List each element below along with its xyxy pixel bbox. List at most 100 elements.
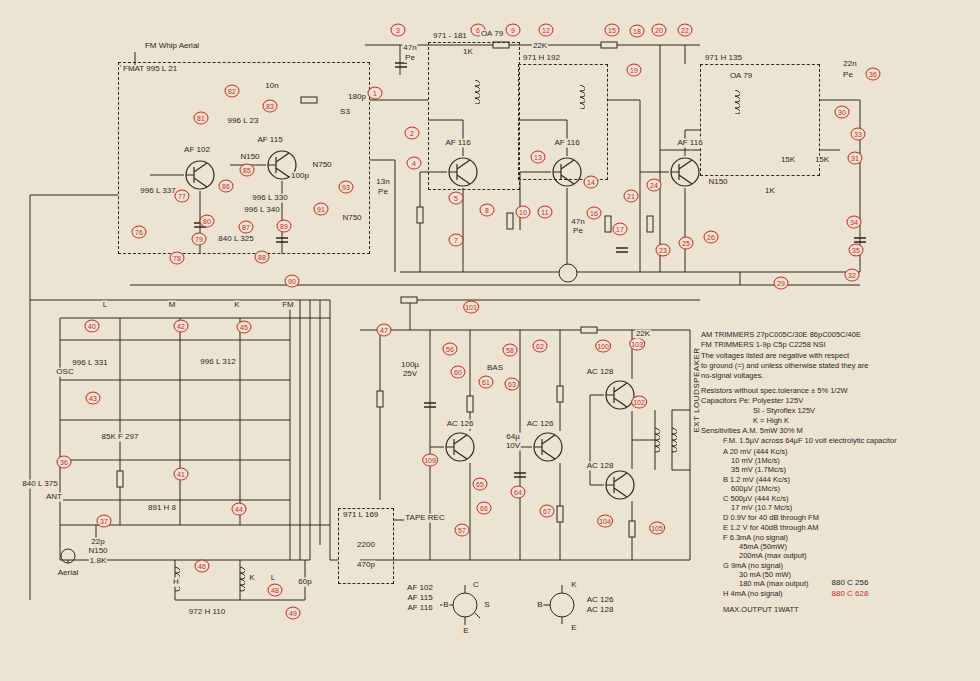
callout-number: 49 [286, 607, 301, 620]
callout-number: 61 [479, 376, 494, 389]
callout-number: 22 [678, 24, 693, 37]
callout-number: 2 [405, 127, 420, 140]
note-text: F 6.3mA (no signal) [722, 534, 789, 542]
callout-number: 21 [624, 190, 639, 203]
note-text: H 4mA (no signal) [722, 590, 784, 598]
part-label: AF 116 [553, 139, 580, 148]
callout-number: 46 [195, 560, 210, 573]
callout-number: 83 [263, 100, 278, 113]
note-text: 180 mA (max output) [738, 580, 810, 588]
resistor-symbol [647, 216, 653, 232]
part-label: N150 [707, 178, 728, 187]
part-label: K [233, 301, 240, 310]
callout-number: 10 [516, 206, 531, 219]
callout-number: 31 [848, 152, 863, 165]
part-label: 22n [842, 60, 857, 69]
callout-number: 42 [174, 320, 189, 333]
callout-number: 109 [422, 454, 438, 467]
transistor-symbol [186, 161, 214, 189]
part-label: S3 [339, 108, 351, 117]
part-label: OA 79 [729, 72, 753, 81]
coil-symbol [735, 90, 740, 114]
callout-number: 17 [613, 223, 628, 236]
capacitor-symbol [194, 63, 866, 477]
callout-number: 45 [237, 321, 252, 334]
part-label: AC 126 [586, 596, 615, 605]
note-text: F.M. 1.5µV across 64µF 10 volt electroly… [722, 437, 898, 445]
part-label: 1K [764, 187, 776, 196]
callout-number: 56 [443, 343, 458, 356]
part-label: AF 116 [444, 139, 471, 148]
part-label: K [570, 581, 577, 590]
part-label: 996 L 337 [139, 187, 176, 196]
transistor-symbol [671, 158, 699, 186]
callout-number: 67 [540, 505, 555, 518]
transistor-symbol [534, 433, 562, 461]
part-label: 10n [264, 82, 279, 91]
callout-number: 66 [477, 502, 492, 515]
note-text: D 0.9V for 40 dB through FM [722, 514, 820, 522]
part-label: L [270, 574, 276, 583]
part-label: N750 [341, 214, 362, 223]
callout-number: 44 [232, 503, 247, 516]
resistor-symbol [507, 213, 513, 229]
callout-number: 43 [86, 392, 101, 405]
note-text: 30 mA (50 mW) [738, 571, 792, 579]
callout-number: 3 [391, 24, 406, 37]
part-number: FMAT 995 L 21 [121, 65, 179, 74]
coil-symbol [475, 80, 480, 104]
callout-number: 36 [866, 68, 881, 81]
part-label: AC 126 [526, 420, 555, 429]
callout-number: 90 [285, 275, 300, 288]
resistor-symbol [377, 391, 383, 407]
coil-symbol [655, 428, 660, 452]
component-can: 971 H 192 [518, 64, 608, 180]
resistor-symbol [601, 42, 617, 48]
part-label: B [442, 601, 449, 610]
capacitor-symbol [424, 403, 436, 407]
callout-number: 18 [630, 25, 645, 38]
callout-number: 104 [597, 515, 613, 528]
capacitor-symbol [514, 473, 526, 477]
part-label: C [472, 581, 480, 590]
part-label: 972 H 110 [188, 608, 226, 617]
note-text: A 20 mV (444 Kc/s) [722, 448, 789, 456]
transistor-symbol [553, 158, 581, 186]
resistor-symbol [117, 42, 653, 537]
callout-number: 29 [774, 277, 789, 290]
note-text: AM TRIMMERS 27pC005C/30E 86pC005C/40E [700, 331, 862, 339]
part-label: M [168, 301, 177, 310]
part-label: AC 128 [586, 368, 615, 377]
resistor-symbol [117, 471, 123, 487]
callout-number: 64 [511, 486, 526, 499]
callout-number: 26 [704, 231, 719, 244]
callout-number: 36 [57, 456, 72, 469]
part-label: 100µ [400, 361, 420, 370]
resistor-symbol [557, 386, 563, 402]
part-label: AF 116 [676, 139, 703, 148]
callout-number: 103 [629, 338, 645, 351]
part-label: 180p [347, 93, 367, 102]
callout-number: 16 [587, 207, 602, 220]
coil-symbol [672, 428, 677, 452]
callout-number: 80 [200, 215, 215, 228]
part-label: AF 102 [183, 146, 211, 155]
part-label: 47n [570, 218, 585, 227]
part-label: AC 126 [446, 420, 475, 429]
callout-number: 8 [480, 204, 495, 217]
note-text: Resistors without spec.tolerance ± 5% 1/… [700, 387, 849, 395]
part-label: 47n [402, 44, 417, 53]
resistor-symbol [605, 216, 611, 232]
callout-number: 47 [377, 324, 392, 337]
part-label: 100p [290, 172, 310, 181]
note-text: 200mA (max output) [738, 552, 808, 560]
transistor-symbol [446, 433, 474, 461]
callout-number: 88 [255, 251, 270, 264]
note-text: E 1.2 V for 40dB through AM [722, 524, 819, 532]
part-number: 971 L 169 [341, 511, 380, 520]
part-label: H [172, 578, 180, 587]
component-can: 971 - 181 [428, 42, 520, 190]
callout-number: 14 [584, 176, 599, 189]
part-number: 971 - 181 [431, 32, 469, 41]
